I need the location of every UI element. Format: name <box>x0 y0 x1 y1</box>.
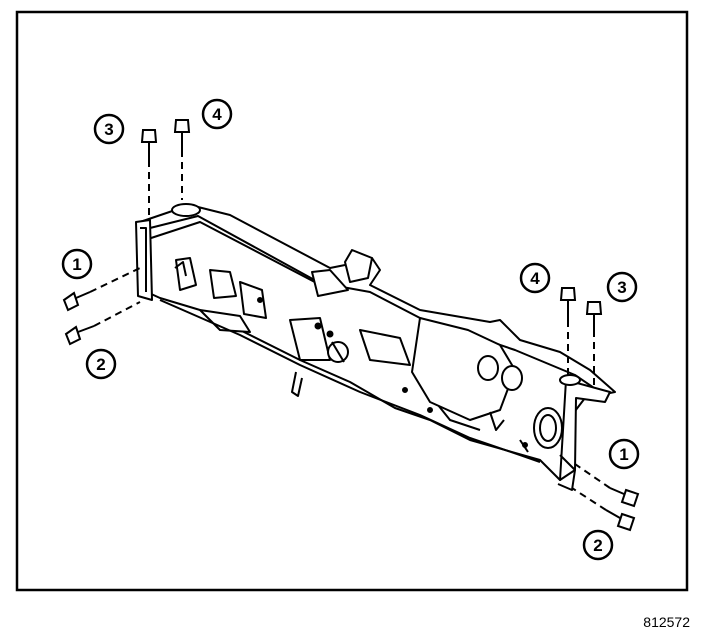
callout-3-left: 3 <box>93 113 125 145</box>
callout-1-right: 1 <box>608 438 640 470</box>
callout-2-right-label: 2 <box>593 536 602 555</box>
callout-1-right-label: 1 <box>619 445 628 464</box>
radiator-support-assembly <box>135 203 616 491</box>
bolt-2-left <box>64 301 141 346</box>
callout-4-right-label: 4 <box>530 269 540 288</box>
diagram-border <box>15 10 689 592</box>
callouts: 3 4 1 2 4 3 1 2 <box>61 98 640 561</box>
callout-2-left-label: 2 <box>96 355 105 374</box>
callout-3-right: 3 <box>606 271 638 303</box>
bolt-1-left <box>62 267 141 312</box>
callout-2-right: 2 <box>582 529 614 561</box>
callout-1-left-label: 1 <box>72 255 81 274</box>
bolt-2-right <box>571 487 636 532</box>
callout-4-right: 4 <box>519 262 551 294</box>
callout-3-left-label: 3 <box>104 120 113 139</box>
bolt-1-right <box>571 461 640 508</box>
callout-1-left: 1 <box>61 248 93 280</box>
callout-4-left: 4 <box>201 98 233 130</box>
figure-number: 812572 <box>643 614 690 630</box>
bolt-3-left <box>140 129 158 218</box>
bolt-4-left <box>173 119 191 200</box>
callout-2-left: 2 <box>85 348 117 380</box>
bolt-4-right <box>559 287 577 376</box>
fasteners <box>62 119 640 532</box>
callout-3-right-label: 3 <box>617 278 626 297</box>
bolt-3-right <box>585 301 603 390</box>
callout-4-left-label: 4 <box>212 105 222 124</box>
